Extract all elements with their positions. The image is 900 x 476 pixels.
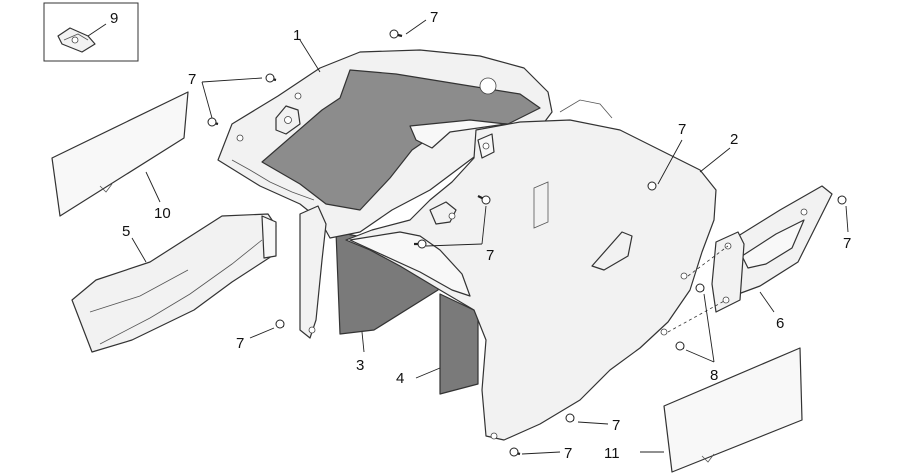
callout-7-bottom-right: 7 (612, 417, 620, 434)
screws-part-7 (207, 29, 847, 457)
fairing-part-1 (217, 39, 613, 339)
screws-part-8 (675, 283, 705, 351)
callout-5: 5 (122, 223, 130, 240)
callout-7-right-upper: 7 (678, 121, 686, 138)
callout-8: 8 (710, 367, 718, 384)
callout-7-upper-left: 7 (188, 71, 196, 88)
panel-part-11 (640, 347, 803, 473)
bracket-part-6 (667, 185, 833, 333)
callout-labels: 9 1 7 7 10 5 7 7 2 7 6 7 3 4 8 7 7 11 (110, 9, 851, 462)
panel-part-10 (51, 91, 189, 217)
fairing-part-2 (345, 119, 731, 441)
callout-3: 3 (356, 357, 364, 374)
inset-box-part-9 (43, 2, 139, 62)
callout-4: 4 (396, 370, 404, 387)
callout-7-center: 7 (486, 247, 494, 264)
callout-1: 1 (293, 27, 301, 44)
callout-10: 10 (154, 205, 171, 222)
leader-lines (201, 19, 849, 455)
inner-panel-part-4 (415, 293, 479, 395)
callout-7-far-right: 7 (843, 235, 851, 252)
callout-2: 2 (730, 131, 738, 148)
callout-7-bottom: 7 (564, 445, 572, 462)
callout-6: 6 (776, 315, 784, 332)
callout-9: 9 (110, 10, 118, 27)
air-duct-part-5 (71, 213, 277, 353)
callout-11: 11 (604, 445, 620, 462)
callout-7-top: 7 (430, 9, 438, 26)
callout-7-left-lower: 7 (236, 335, 244, 352)
